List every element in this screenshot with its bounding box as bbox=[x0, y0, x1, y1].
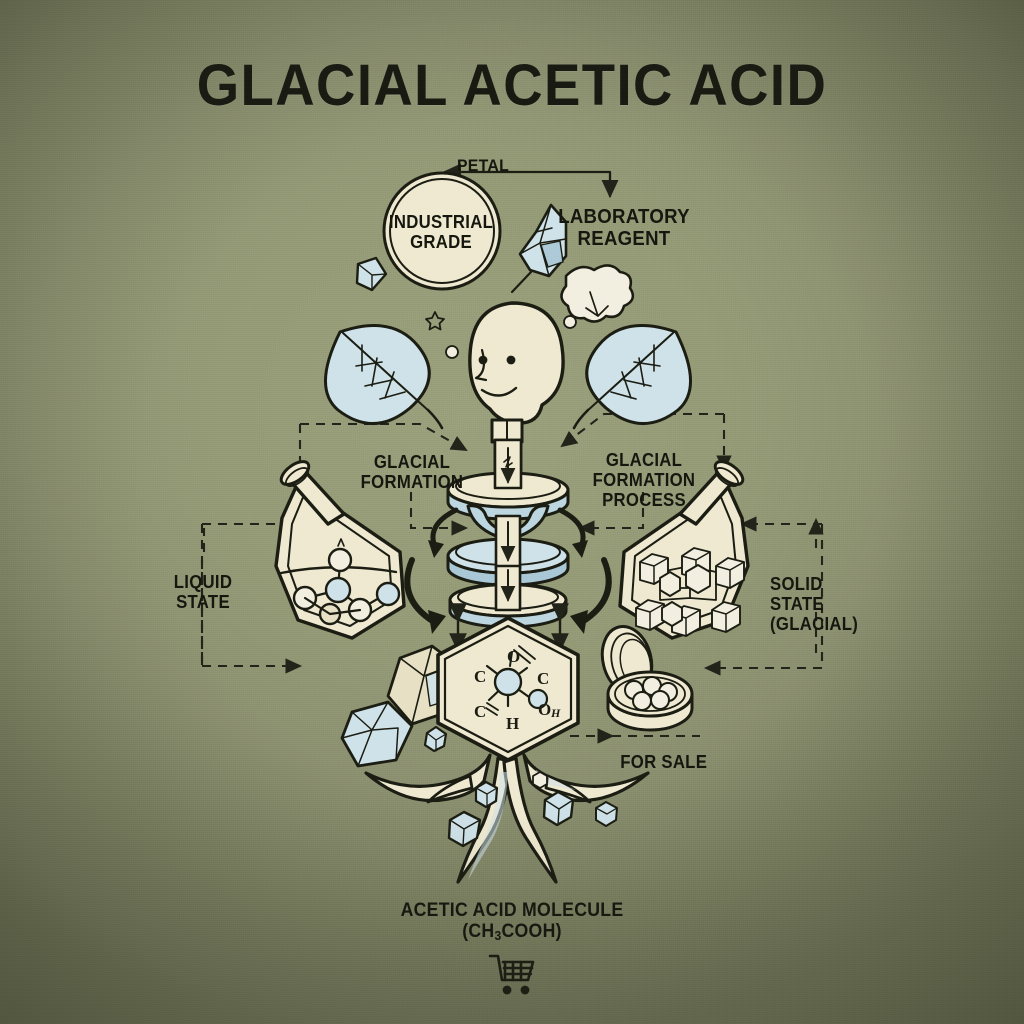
head-figure-icon bbox=[468, 301, 565, 444]
page-title: GLACIAL ACETIC ACID bbox=[196, 53, 828, 118]
crystal-lattice bbox=[635, 547, 745, 637]
industrial-grade-badge bbox=[382, 171, 502, 291]
molecule-formula-pre: (CH bbox=[462, 921, 495, 943]
label-acetic-acid-molecule: ACETIC ACID MOLECULE(CH3COOH) bbox=[36, 900, 988, 944]
label-laboratory-reagent: LABORATORY REAGENT bbox=[558, 206, 690, 251]
connector-lines bbox=[200, 163, 824, 744]
leaf-icon-right bbox=[572, 324, 692, 430]
label-petal: PETAL bbox=[456, 156, 510, 175]
label-glacial-formation-process: GLACIAL FORMATION PROCESS bbox=[592, 450, 696, 511]
label-industrial-grade: INDUSTRIAL GRADE bbox=[388, 212, 494, 253]
molecule-formula-post: COOH) bbox=[501, 921, 562, 943]
molecule-formula-subscript: 3 bbox=[494, 928, 502, 944]
atom-label: C bbox=[474, 667, 487, 686]
flask-solid-icon bbox=[618, 460, 750, 640]
leaf-crystal-icon bbox=[510, 203, 568, 294]
atom-label: O bbox=[507, 647, 521, 666]
glacial-formation-stack bbox=[446, 438, 570, 629]
crystal-small-topleft bbox=[355, 256, 388, 292]
atom-label: H bbox=[506, 714, 520, 733]
shopping-cart-icon[interactable] bbox=[487, 952, 539, 998]
label-liquid-state: LIQUID STATE bbox=[173, 572, 233, 613]
atom-label: C bbox=[537, 669, 550, 688]
atom-label: H bbox=[551, 706, 561, 720]
petal-shape-icon bbox=[560, 264, 635, 323]
crystal-accents bbox=[595, 801, 618, 827]
flask-liquid-icon bbox=[274, 460, 406, 640]
label-for-sale: FOR SALE bbox=[620, 752, 708, 772]
label-solid-state: SOLID STATE (GLACIAL) bbox=[770, 574, 859, 635]
star-sparkle-icon bbox=[425, 311, 445, 331]
crystal-cluster-roots bbox=[447, 771, 575, 848]
dot-bubble bbox=[445, 345, 459, 359]
dot-bubble bbox=[563, 315, 577, 329]
label-glacial-formation: GLACIAL FORMATION bbox=[360, 452, 464, 493]
atom-label: C bbox=[474, 702, 487, 721]
molecule-name-text: ACETIC ACID MOLECULE bbox=[400, 900, 624, 921]
petri-dish-icon bbox=[600, 625, 694, 732]
process-curved-arrows bbox=[404, 507, 612, 653]
atom-label: O bbox=[538, 700, 552, 719]
leaf-icon-left bbox=[324, 324, 444, 430]
